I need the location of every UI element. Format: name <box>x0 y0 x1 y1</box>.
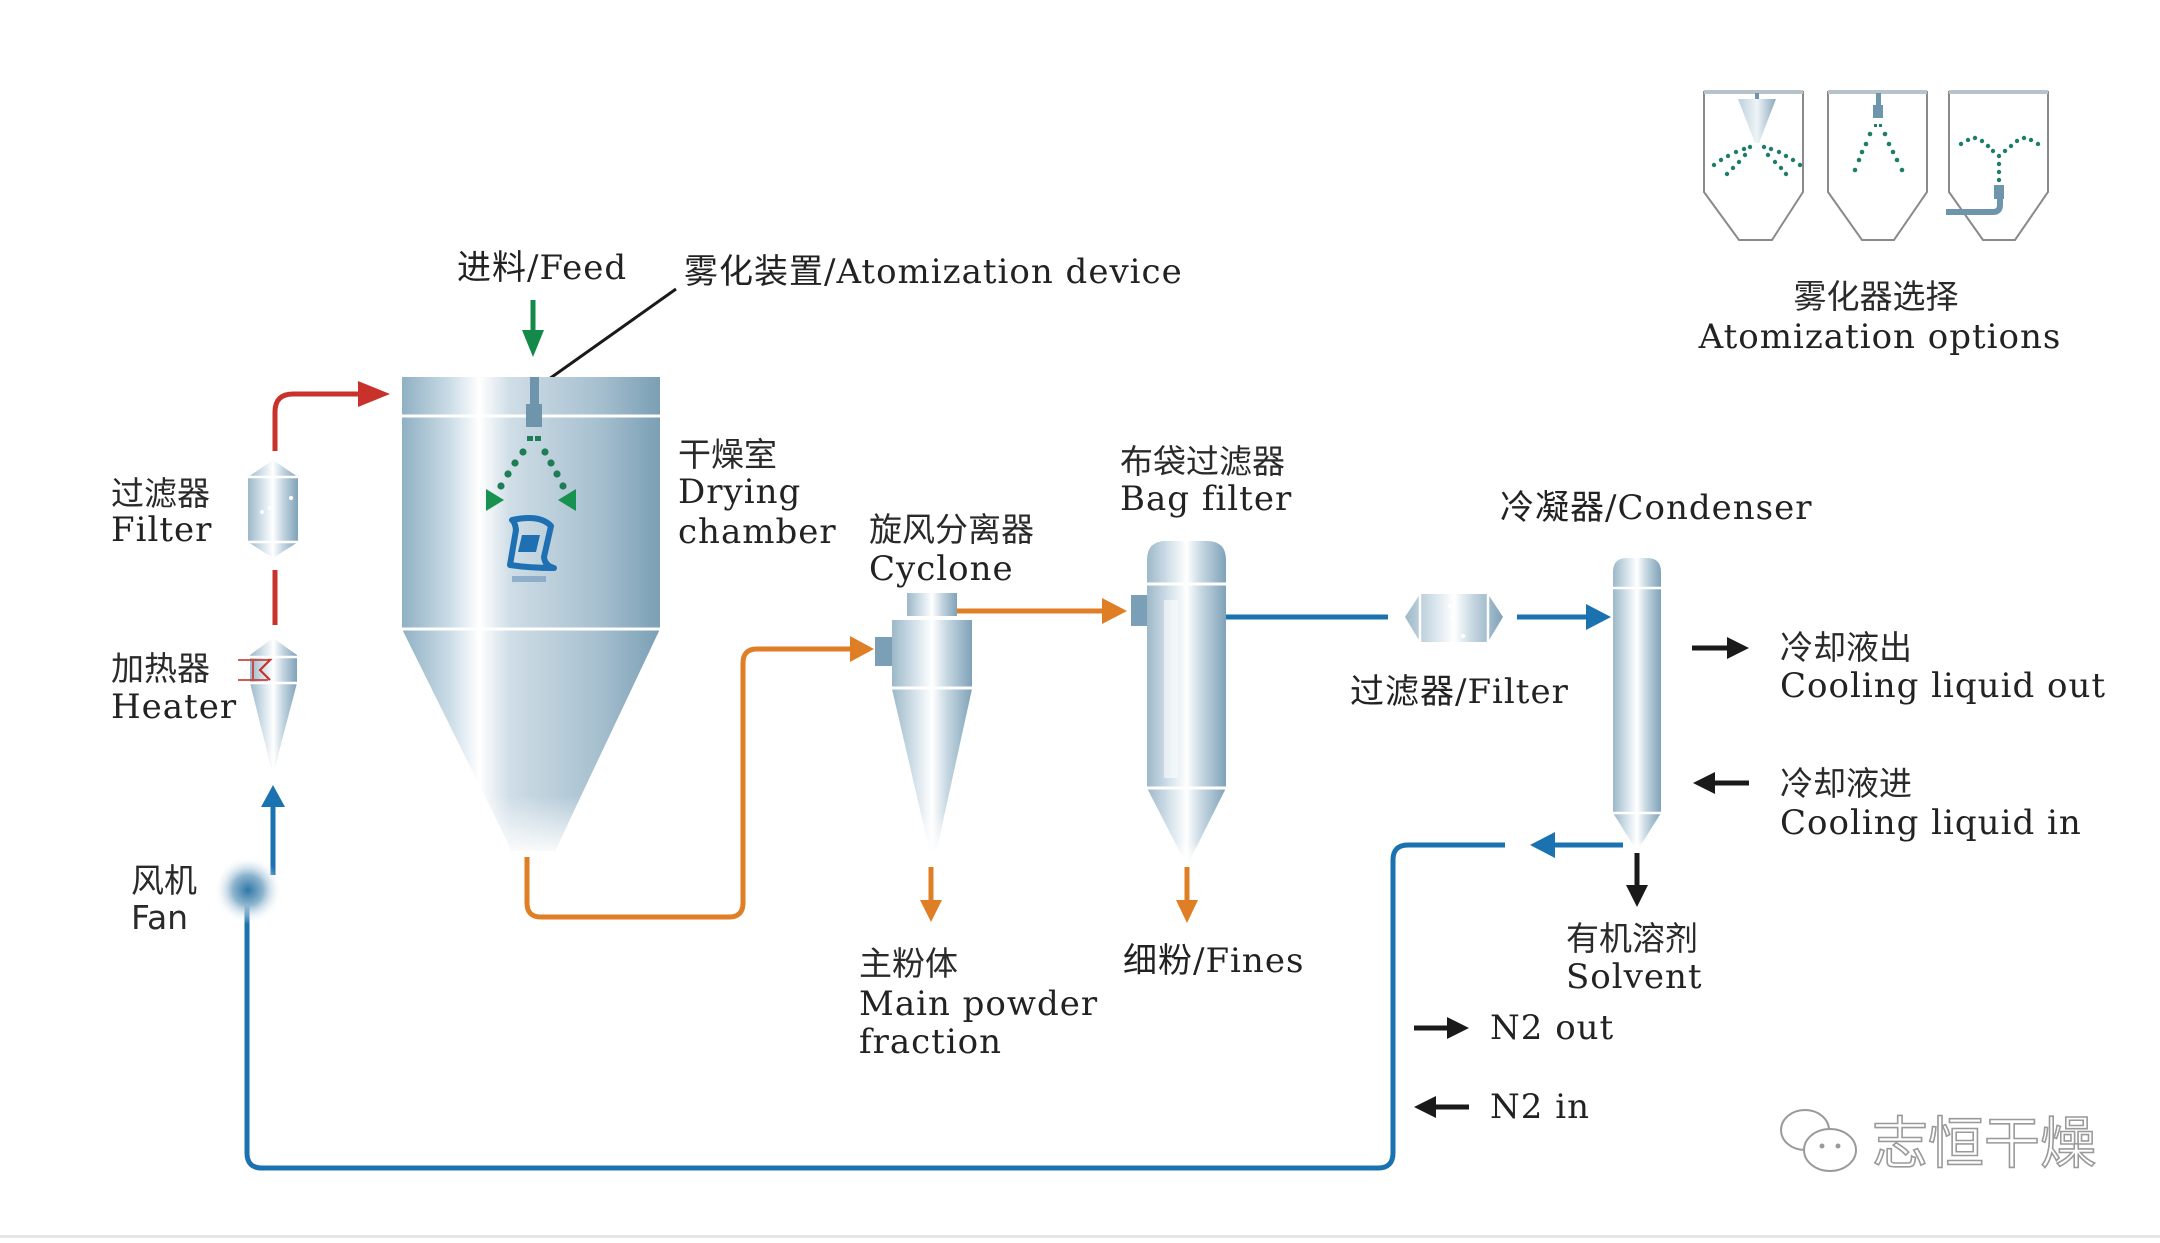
cyclone <box>875 593 972 853</box>
heater-label-en: Heater <box>111 687 237 727</box>
feed-arrow <box>522 300 544 357</box>
atomizer-option-two-fluid <box>1946 90 2049 241</box>
atomizer-option-pressure-nozzle <box>1827 90 1928 241</box>
heater <box>238 638 297 767</box>
cooling-out-label-en: Cooling liquid out <box>1780 666 2106 706</box>
n2-out-label: N2 out <box>1490 1008 1614 1048</box>
main-powder-label-en-1: Main powder <box>859 984 1098 1024</box>
wechat-icon <box>1780 1109 1857 1172</box>
atomization-options-label-cn: 雾化器选择 <box>1794 277 1959 316</box>
atomization-options-label-en: Atomization options <box>1698 317 2062 357</box>
product-line-chamber-to-cyclone <box>524 636 874 920</box>
n2-in-label: N2 in <box>1490 1087 1590 1127</box>
atomizer-leader-line <box>541 287 677 386</box>
gas-line-bagfilter-to-condenser <box>1226 604 1611 630</box>
spray-pattern-icon <box>1852 124 1905 173</box>
solvent-label-en: Solvent <box>1566 957 1703 997</box>
hot-air-line <box>272 381 390 625</box>
filter-1-label-cn: 过滤器 <box>111 474 210 513</box>
spray-pattern-icon <box>486 436 576 511</box>
fines-arrow <box>1176 867 1198 923</box>
main-powder-arrow <box>920 867 942 922</box>
cooling-out-label-cn: 冷却液出 <box>1780 628 1912 667</box>
spray-nozzle-icon <box>526 377 542 427</box>
spray-pattern-icon <box>1958 135 2041 183</box>
bottom-border <box>0 1235 2160 1238</box>
drying-chamber <box>402 377 660 851</box>
feed-label: 进料/Feed <box>457 248 627 288</box>
main-powder-label-en-2: fraction <box>859 1022 1002 1062</box>
gas-return-loop <box>244 785 1623 1171</box>
company-logo-icon <box>507 515 557 582</box>
condenser-label: 冷凝器/Condenser <box>1500 488 1812 528</box>
cyclone-label-en: Cyclone <box>869 549 1014 589</box>
cyclone-label-cn: 旋风分离器 <box>869 510 1034 549</box>
heater-label-cn: 加热器 <box>111 649 210 688</box>
spray-pattern-icon <box>1711 144 1803 177</box>
heating-coil-icon <box>238 658 273 681</box>
filter-1 <box>248 460 298 558</box>
filter-2-label: 过滤器/Filter <box>1350 672 1569 712</box>
n2-in-arrow <box>1414 1096 1469 1118</box>
condenser <box>1613 558 1661 848</box>
fan-label-en: Fan <box>131 898 188 937</box>
cooling-out-arrow <box>1692 637 1749 659</box>
cooling-in-arrow <box>1693 772 1749 794</box>
drying-chamber-label-cn: 干燥室 <box>678 435 777 474</box>
solvent-arrow <box>1626 853 1648 907</box>
cooling-in-label-cn: 冷却液进 <box>1780 764 1912 803</box>
filter-2 <box>1405 594 1503 642</box>
bag-filter <box>1131 541 1226 862</box>
filter-1-label-en: Filter <box>111 510 212 550</box>
rotary-disc-icon <box>1738 99 1776 143</box>
atomization-device-label: 雾化装置/Atomization device <box>684 252 1183 292</box>
fan-icon <box>214 856 282 924</box>
fines-label: 细粉/Fines <box>1123 941 1304 981</box>
fan-label-cn: 风机 <box>131 861 197 900</box>
atomization-options-panel <box>1703 90 2049 241</box>
main-powder-label-cn: 主粉体 <box>859 944 958 983</box>
n2-out-arrow <box>1414 1017 1469 1039</box>
atomizer-option-rotary <box>1703 90 1804 241</box>
product-line-cyclone-to-bagfilter <box>957 598 1127 624</box>
drying-chamber-label-en-2: chamber <box>678 512 837 552</box>
hot-air-arrowhead <box>358 381 390 407</box>
cooling-in-label-en: Cooling liquid in <box>1780 803 2082 843</box>
drying-chamber-label-en-1: Drying <box>678 472 801 512</box>
solvent-label-cn: 有机溶剂 <box>1566 919 1698 958</box>
bag-filter-label-en: Bag filter <box>1120 479 1292 519</box>
bag-filter-label-cn: 布袋过滤器 <box>1120 442 1285 481</box>
watermark-text: 志恒干燥 <box>1872 1112 2096 1177</box>
watermark: 志恒干燥 <box>1780 1109 2097 1178</box>
